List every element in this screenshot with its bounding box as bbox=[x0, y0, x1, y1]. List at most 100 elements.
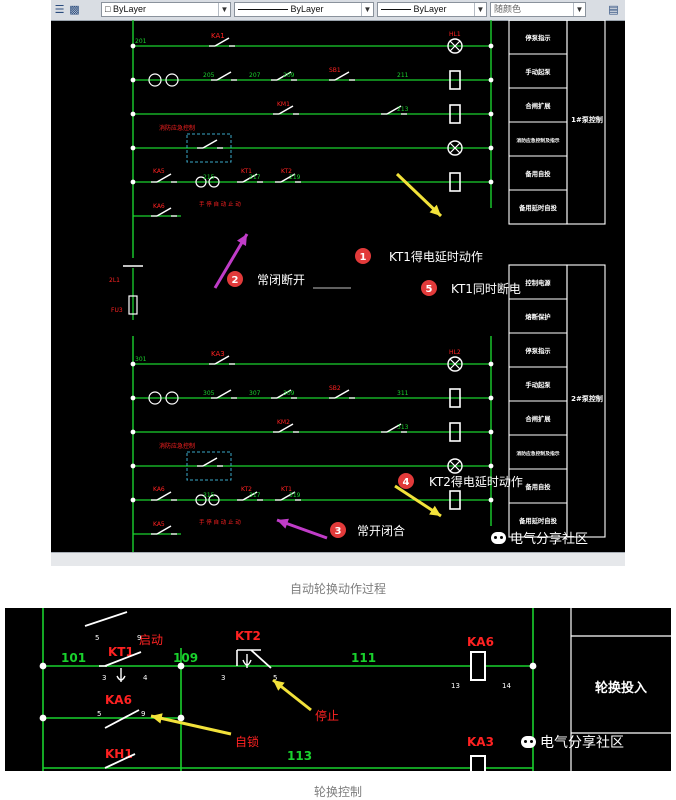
junction-dot bbox=[130, 111, 136, 117]
wire-number: 219 bbox=[289, 174, 301, 181]
component-label: KT2 bbox=[241, 486, 252, 493]
component-label: KA3 bbox=[211, 350, 225, 358]
panel-cell: 控制电源 bbox=[525, 278, 551, 287]
chevron-down-icon: ▼ bbox=[361, 3, 373, 16]
junction-dot bbox=[488, 463, 494, 469]
lineweight-select[interactable]: ByLayer ▼ bbox=[377, 2, 487, 17]
step-badge-number: 5 bbox=[426, 284, 433, 295]
color-select[interactable]: 随颜色 ▼ bbox=[490, 2, 586, 17]
nc-contact bbox=[276, 389, 292, 399]
layer-state-icon[interactable]: ▩ bbox=[69, 3, 80, 16]
layer-select[interactable]: □ ByLayer ▼ bbox=[101, 2, 231, 17]
selector-switch-icon bbox=[208, 494, 220, 506]
chevron-down-icon: ▼ bbox=[474, 3, 486, 16]
properties-icon[interactable]: ▤ bbox=[608, 3, 619, 16]
terminal-number: 3 bbox=[102, 674, 106, 682]
panel-label: 轮换投入 bbox=[595, 680, 647, 696]
junction-dot bbox=[488, 111, 494, 117]
terminal-number: 13 bbox=[451, 682, 460, 690]
no-contact bbox=[280, 491, 296, 501]
annotation-arrow bbox=[150, 714, 232, 736]
nc-contact bbox=[242, 491, 258, 501]
wire-number: 211 bbox=[397, 72, 409, 79]
component-label: KA6 bbox=[105, 693, 132, 707]
selector-switch-icon bbox=[165, 73, 179, 87]
group-panel bbox=[566, 264, 606, 538]
junction-dot bbox=[130, 361, 136, 367]
annotation-text: 停止 bbox=[315, 708, 339, 723]
wire-number: 213 bbox=[397, 106, 409, 113]
selector-switch-icon bbox=[208, 176, 220, 188]
junction-dot bbox=[488, 361, 494, 367]
relay-coil-icon bbox=[449, 70, 461, 90]
emergency-box bbox=[186, 133, 232, 163]
wire-number: 201 bbox=[135, 38, 147, 45]
wire-number: 111 bbox=[351, 651, 376, 665]
group-label: 1#泵控制 bbox=[571, 115, 603, 124]
wire-number: 109 bbox=[173, 651, 198, 665]
junction-dot bbox=[130, 497, 136, 503]
junction-dot bbox=[177, 714, 185, 722]
nc-contact bbox=[242, 173, 258, 183]
emergency-box bbox=[186, 451, 232, 481]
annotation-text: KT1得电延时动作 bbox=[389, 249, 483, 264]
layers-icon[interactable]: ☰ bbox=[54, 3, 65, 16]
terminal-number: 5 bbox=[97, 710, 101, 718]
emergency-label: 消防应急控制 bbox=[159, 124, 195, 132]
line-sample bbox=[238, 9, 288, 11]
no-contact bbox=[386, 105, 402, 115]
emergency-label: 消防应急控制 bbox=[159, 442, 195, 450]
step-badge bbox=[398, 473, 414, 489]
line-sample bbox=[381, 9, 411, 11]
component-label: KT1 bbox=[108, 645, 134, 659]
component-label: HL2 bbox=[449, 349, 461, 356]
emergency-contact bbox=[202, 139, 218, 149]
panel-cell: 备用自投 bbox=[524, 482, 551, 491]
wire-number: 309 bbox=[283, 390, 295, 397]
nc-contact bbox=[276, 71, 292, 81]
junction-dot bbox=[177, 662, 185, 670]
linetype-select[interactable]: ByLayer ▼ bbox=[234, 2, 374, 17]
component-label: KT2 bbox=[235, 629, 261, 643]
annotation-arrow-head bbox=[151, 713, 163, 724]
selector-switch-icon bbox=[148, 391, 162, 405]
timer-contact-KT1 bbox=[104, 651, 142, 667]
junction-dot bbox=[130, 463, 136, 469]
watermark: 电气分享社区 bbox=[521, 732, 624, 752]
junction-dot bbox=[488, 497, 494, 503]
terminal-number: 3 bbox=[221, 674, 225, 682]
component-label: KH1 bbox=[105, 747, 133, 761]
no-contact bbox=[156, 525, 172, 535]
annotation-text: 常开闭合 bbox=[357, 523, 405, 538]
terminal-number: 5 bbox=[273, 674, 277, 682]
indicator-lamp-icon bbox=[447, 140, 463, 156]
wire-number: 301 bbox=[135, 356, 147, 363]
panel-cell: 备用延时自投 bbox=[518, 203, 557, 212]
selector-switch-icon bbox=[195, 176, 207, 188]
no-contact bbox=[214, 355, 230, 365]
junction-dot bbox=[488, 77, 494, 83]
watermark: 电气分享社区 bbox=[491, 528, 588, 547]
wire-number: 307 bbox=[249, 390, 261, 397]
junction-dot bbox=[130, 395, 136, 401]
junction-dot bbox=[488, 145, 494, 151]
wire-number: 113 bbox=[287, 749, 312, 763]
no-contact bbox=[156, 173, 172, 183]
wire-number: 215 bbox=[203, 174, 215, 181]
fuse-label: FU3 bbox=[111, 307, 123, 314]
figure1-caption: 自动轮换动作过程 bbox=[289, 582, 386, 596]
chevron-down-icon: ▼ bbox=[573, 3, 585, 16]
annotation-arrow-head bbox=[277, 518, 289, 529]
relay-coil-icon bbox=[470, 651, 486, 681]
group-label: 2#泵控制 bbox=[571, 394, 603, 403]
component-label: KA1 bbox=[211, 32, 225, 40]
component-label: KM1 bbox=[277, 101, 290, 108]
horizontal-scrollbar[interactable] bbox=[51, 552, 625, 566]
annotation-text: KT2得电延时动作 bbox=[429, 474, 523, 489]
fuse-label: 2L1 bbox=[109, 277, 120, 284]
relay-coil-icon bbox=[449, 388, 461, 408]
annotation-text: 启动 bbox=[139, 633, 163, 647]
indicator-lamp-icon-cross bbox=[449, 460, 461, 472]
